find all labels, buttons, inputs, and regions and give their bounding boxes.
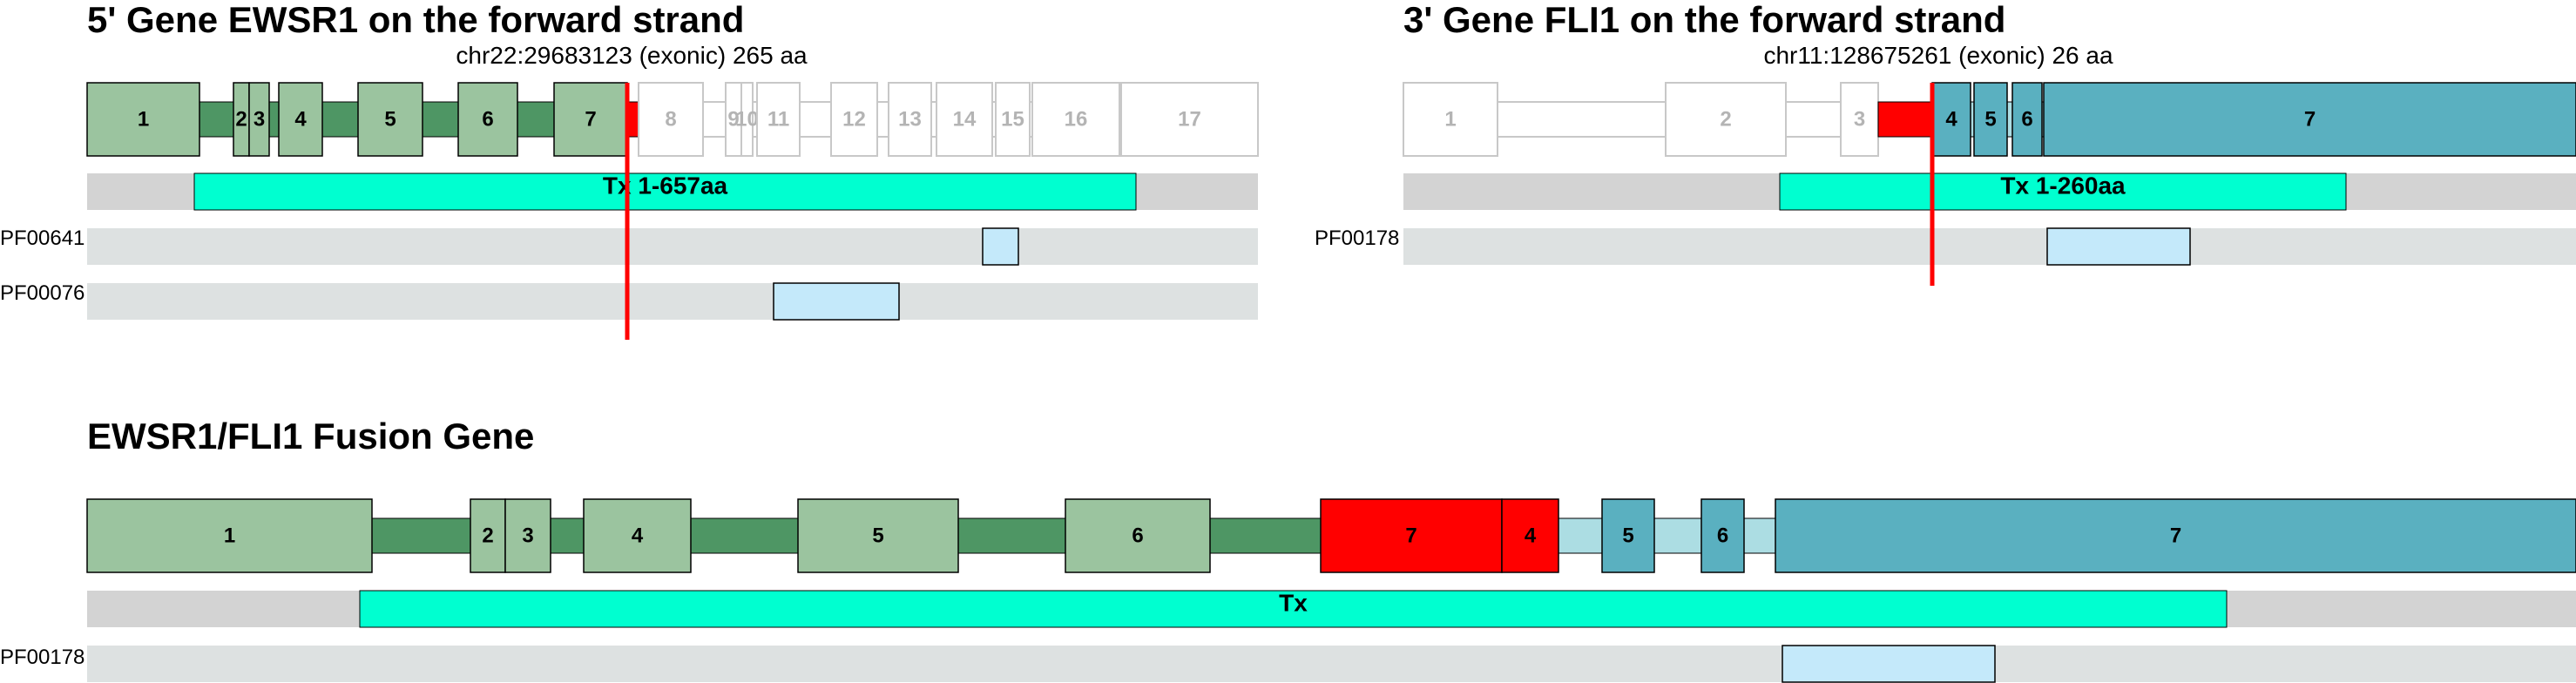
gene5-exon-label: 4 [294, 108, 307, 132]
gene5-exon [936, 82, 993, 157]
gene5-exon-label: 13 [898, 108, 922, 132]
gene5-exon-label: 15 [1001, 108, 1024, 132]
gene3-exon [1665, 82, 1787, 157]
gene5-exon-label: 6 [482, 108, 493, 132]
gene5-exon-label: 8 [665, 108, 676, 132]
fusion-exon [1320, 498, 1503, 573]
fusion-domain-label-pf00178: PF00178 [0, 646, 85, 669]
gene5-domain-track [87, 228, 1258, 265]
gene3-exon [2043, 82, 2576, 157]
fusion-domain-box [1782, 645, 1996, 683]
fusion-exon-label: 6 [1132, 524, 1143, 548]
gene5-exon-label: 16 [1065, 108, 1088, 132]
gene5-exon-label: 9 [727, 108, 739, 132]
gene5-exon [248, 82, 270, 157]
gene5-domain-track [87, 283, 1258, 320]
fusion-exon-label: 7 [2170, 524, 2181, 548]
fusion-gene-panel: 1 2 3 4 5 6 7 4 5 6 7Tx [86, 498, 2576, 683]
gene5-exon [740, 82, 754, 157]
gene5-exon [995, 82, 1031, 157]
gene3-exon-label: 4 [1945, 108, 1957, 132]
fusion-exon [504, 498, 551, 573]
gene3-transcript-bar [1779, 172, 2347, 211]
fusion-exon-label: 4 [1525, 524, 1537, 548]
gene3-domain-box [2046, 227, 2191, 266]
fusion-exon-label: 5 [1622, 524, 1633, 548]
fusion-exon [583, 498, 692, 573]
gene5-exon-label: 1 [138, 108, 149, 132]
fusion-exon-label: 5 [872, 524, 883, 548]
gene5-exon-label: 3 [254, 108, 265, 132]
gene5-exon-label: 2 [235, 108, 247, 132]
gene3-domain-track [1403, 228, 2576, 265]
gene5-exon-label: 5 [384, 108, 396, 132]
fusion-exon [1501, 498, 1559, 573]
gene5-exon-label: 17 [1178, 108, 1201, 132]
gene5-exon [357, 82, 423, 157]
three-prime-gene-panel: 1 2 3 4 5 6 7 Tx 1-260aa [1403, 82, 2576, 286]
gene5-exon [1120, 82, 1259, 157]
gene3-breakpoint-segment [1877, 101, 1933, 138]
gene5-exon [457, 82, 518, 157]
gene5-exon [756, 82, 801, 157]
fusion-transcript-bar [359, 590, 2228, 628]
fusion-exon [1775, 498, 2576, 573]
gene5-domain-box [773, 282, 900, 321]
gene5-domain-label-pf00076: PF00076 [0, 281, 85, 305]
gene3-exon-label: 7 [2304, 108, 2316, 132]
fusion-transcript-label: Tx [1279, 590, 1308, 617]
gene3-exon-label: 2 [1720, 108, 1731, 132]
gene5-exon [888, 82, 932, 157]
gene5-transcript-label: Tx 1-657aa [603, 172, 728, 199]
five-prime-location: chr22:29683123 (exonic) 265 aa [456, 42, 808, 69]
fusion-exon [797, 498, 959, 573]
gene5-exon [830, 82, 878, 157]
fusion-exon [1065, 498, 1211, 573]
gene3-domain-label-pf00178: PF00178 [1315, 227, 1400, 250]
gene5-exon-label: 14 [953, 108, 977, 132]
fusion-gene-title: EWSR1/FLI1 Fusion Gene [87, 416, 535, 456]
gene3-exon-label: 5 [1984, 108, 1996, 132]
gene3-exon [1931, 82, 1971, 157]
fusion-exon [1601, 498, 1655, 573]
fusion-exon [86, 498, 373, 573]
gene5-exon-label: 10 [735, 108, 759, 132]
fusion-exon [1700, 498, 1745, 573]
gene3-exon [1973, 82, 2008, 157]
gene5-exon [638, 82, 704, 157]
gene5-exon [1031, 82, 1120, 157]
fusion-exon-label: 3 [522, 524, 533, 548]
three-prime-gene-title: 3' Gene FLI1 on the forward strand [1403, 0, 2006, 40]
five-prime-gene-title: 5' Gene EWSR1 on the forward strand [87, 0, 745, 40]
gene5-domain-box [982, 227, 1019, 266]
fusion-exon-label: 2 [482, 524, 493, 548]
gene3-exon [1403, 82, 1498, 157]
fusion-exon-label: 1 [224, 524, 235, 548]
gene3-transcript-label: Tx 1-260aa [2000, 172, 2126, 199]
gene3-exon [2011, 82, 2043, 157]
fusion-exon [470, 498, 506, 573]
fusion-exon-label: 6 [1717, 524, 1728, 548]
gene5-exon [278, 82, 323, 157]
gene5-exon-label: 12 [842, 108, 866, 132]
fusion-domain-track [87, 646, 2576, 682]
gene5-domain-label-pf00641: PF00641 [0, 227, 85, 250]
three-prime-location: chr11:128675261 (exonic) 26 aa [1763, 42, 2113, 69]
gene3-exon-label: 1 [1444, 108, 1456, 132]
gene3-exon-label: 6 [2021, 108, 2032, 132]
gene5-exon [553, 82, 628, 157]
gene5-exon [86, 82, 200, 157]
gene5-exon-label: 11 [767, 108, 789, 132]
fusion-exon-label: 7 [1405, 524, 1416, 548]
fusion-exon-label: 4 [632, 524, 644, 548]
gene5-transcript-bar [193, 172, 1137, 211]
gene5-exon-label: 7 [585, 108, 596, 132]
gene3-exon-label: 3 [1854, 108, 1865, 132]
